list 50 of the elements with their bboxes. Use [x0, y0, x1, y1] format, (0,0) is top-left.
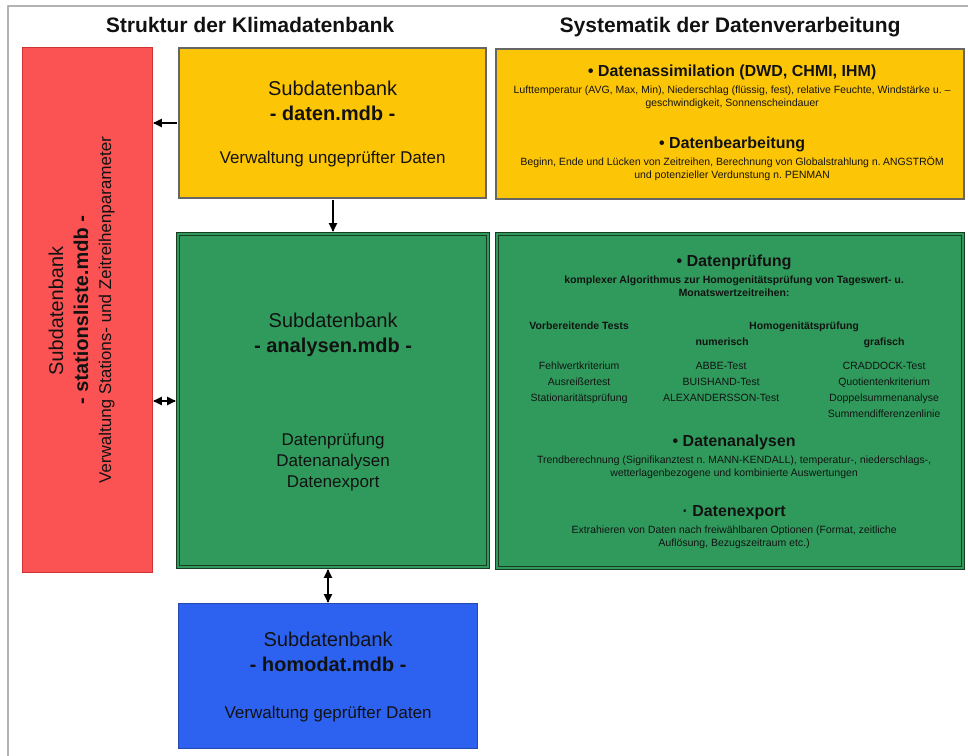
- file-name: - analysen.mdb -: [254, 334, 412, 359]
- section-heading: • Datenassimilation (DWD, CHMI, IHM): [586, 62, 878, 82]
- database-box: [178, 47, 487, 199]
- body-text: ALEXANDERSSON-Test: [662, 392, 780, 406]
- database-box: [176, 232, 490, 569]
- subheading: Homogenitätsprüfung: [748, 320, 860, 334]
- arrow: [153, 396, 176, 406]
- body-text: Extrahieren von Daten nach freiwählbaren Optionen (Format, zeitliche Auflösung, Bezugszeitraum etc.): [570, 524, 898, 550]
- box-description: Verwaltung ungeprüfter Daten: [220, 147, 446, 169]
- info-panel: [495, 232, 965, 570]
- body-text: Stationaritätsprüfung: [530, 392, 628, 406]
- section-heading: • Datenprüfung: [676, 252, 792, 272]
- body-text: Doppelsummenanalyse: [828, 392, 940, 406]
- box-description: Verwaltung geprüfter Daten: [224, 702, 432, 724]
- subheading: komplexer Algorithmus zur Homogenitätsprüfung von Tageswert- u. Monatswertzeitreihen:: [563, 274, 905, 300]
- body-text: BUISHAND-Test: [681, 376, 760, 390]
- box-heading: Subdatenbank: [268, 308, 398, 334]
- database-box: [178, 603, 478, 749]
- body-text: Beginn, Ende und Lücken von Zeitreihen, Berechnung von Globalstrahlung n. ANGSTRÖM und potenzieller Verdunstung n. PENMAN: [519, 156, 945, 182]
- body-text: Trendberechnung (Signifikanztest n. MANN-KENDALL), temperatur-, niederschlags-, wetterlagenbezogene und kombinierte Auswertungen: [536, 454, 932, 480]
- arrow: [153, 118, 177, 128]
- box-description: Verwaltung Stations- und Zeitreihenparameter: [94, 136, 116, 484]
- subheading: numerisch: [694, 336, 750, 350]
- file-name: - daten.mdb -: [270, 102, 396, 128]
- subheading: grafisch: [862, 336, 906, 350]
- body-text: CRADDOCK-Test: [842, 360, 926, 374]
- body-text: Ausreißertest: [546, 376, 612, 390]
- section-heading: • Datenanalysen: [672, 432, 796, 452]
- box-heading: Subdatenbank: [44, 246, 69, 375]
- section-heading: · Datenexport: [681, 502, 787, 522]
- file-name: - stationsliste.mdb -: [70, 216, 94, 404]
- subheading: Vorbereitende Tests: [528, 320, 630, 334]
- box-description: Datenexport: [286, 471, 380, 492]
- body-text: Fehlwertkriterium: [538, 360, 620, 374]
- file-name: - homodat.mdb -: [250, 653, 406, 678]
- column-heading: Systematik der Datenverarbeitung: [560, 14, 900, 38]
- section-heading: • Datenbearbeitung: [658, 134, 806, 154]
- database-box: [22, 47, 153, 573]
- body-text: Quotientenkriterium: [837, 376, 931, 390]
- body-text: Lufttemperatur (AVG, Max, Min), Niederschlag (flüssig, fest), relative Feuchte, Windstärke u. –geschwindigkeit, Sonnenscheindauer: [512, 84, 952, 110]
- info-panel: [495, 48, 965, 200]
- box-heading: Subdatenbank: [268, 77, 397, 102]
- box-description: Datenprüfung: [281, 428, 385, 450]
- box-description: Datenanalysen: [276, 450, 390, 472]
- arrow: [328, 200, 338, 232]
- body-text: ABBE-Test: [694, 360, 748, 374]
- box-heading: Subdatenbank: [263, 628, 392, 654]
- arrow: [324, 569, 332, 603]
- body-text: Summendifferenzenlinie: [826, 408, 942, 422]
- column-heading: Struktur der Klimadatenbank: [106, 14, 394, 38]
